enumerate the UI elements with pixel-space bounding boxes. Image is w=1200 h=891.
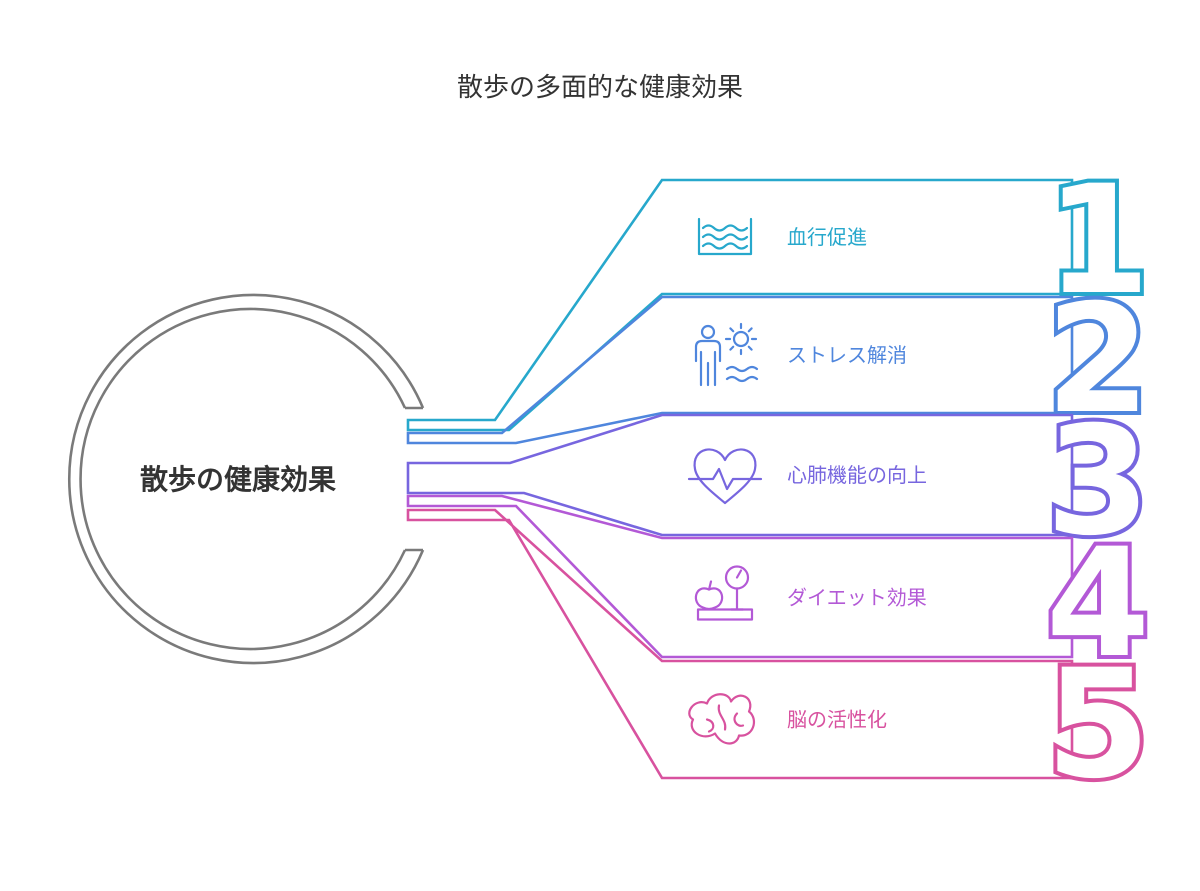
benefit-number-fill-1: 1 <box>1046 154 1150 328</box>
benefit-label-1: 血行促進 <box>787 225 867 249</box>
brain-icon <box>688 693 756 745</box>
hub-label: 散歩の健康効果 <box>140 463 336 496</box>
benefit-number-fill-3: 3 <box>1046 395 1150 569</box>
hub-ring-inner <box>79 307 407 651</box>
ribbon-5 <box>406 508 1074 780</box>
ribbon-3 <box>406 413 1074 537</box>
ribbon-4 <box>406 494 1074 659</box>
heartbeat-icon <box>687 448 763 505</box>
water-waves-icon <box>697 217 753 256</box>
benefit-label-2: ストレス解消 <box>787 343 907 367</box>
benefit-number-1: 1 <box>1046 154 1150 328</box>
hub-ring-outer <box>67 293 425 665</box>
ribbon-2 <box>406 295 1074 445</box>
person-sun-icon <box>694 322 759 387</box>
benefit-number-5: 5 <box>1046 638 1150 812</box>
benefit-number-3: 3 <box>1046 395 1150 569</box>
hub: 散歩の健康効果 <box>67 293 425 665</box>
benefit-label-5: 脳の活性化 <box>787 708 887 732</box>
benefit-label-3: 心肺機能の向上 <box>787 463 927 487</box>
ribbon-1 <box>406 178 1074 432</box>
benefit-number-2: 2 <box>1046 273 1150 447</box>
benefit-number-fill-2: 2 <box>1046 273 1150 447</box>
benefit-number-fill-5: 5 <box>1046 638 1150 812</box>
benefit-label-4: ダイエット効果 <box>787 586 927 610</box>
scale-apple-icon <box>694 565 754 621</box>
benefit-number-4: 4 <box>1046 517 1150 691</box>
diagram-title: 散歩の多面的な健康効果 <box>457 73 743 103</box>
